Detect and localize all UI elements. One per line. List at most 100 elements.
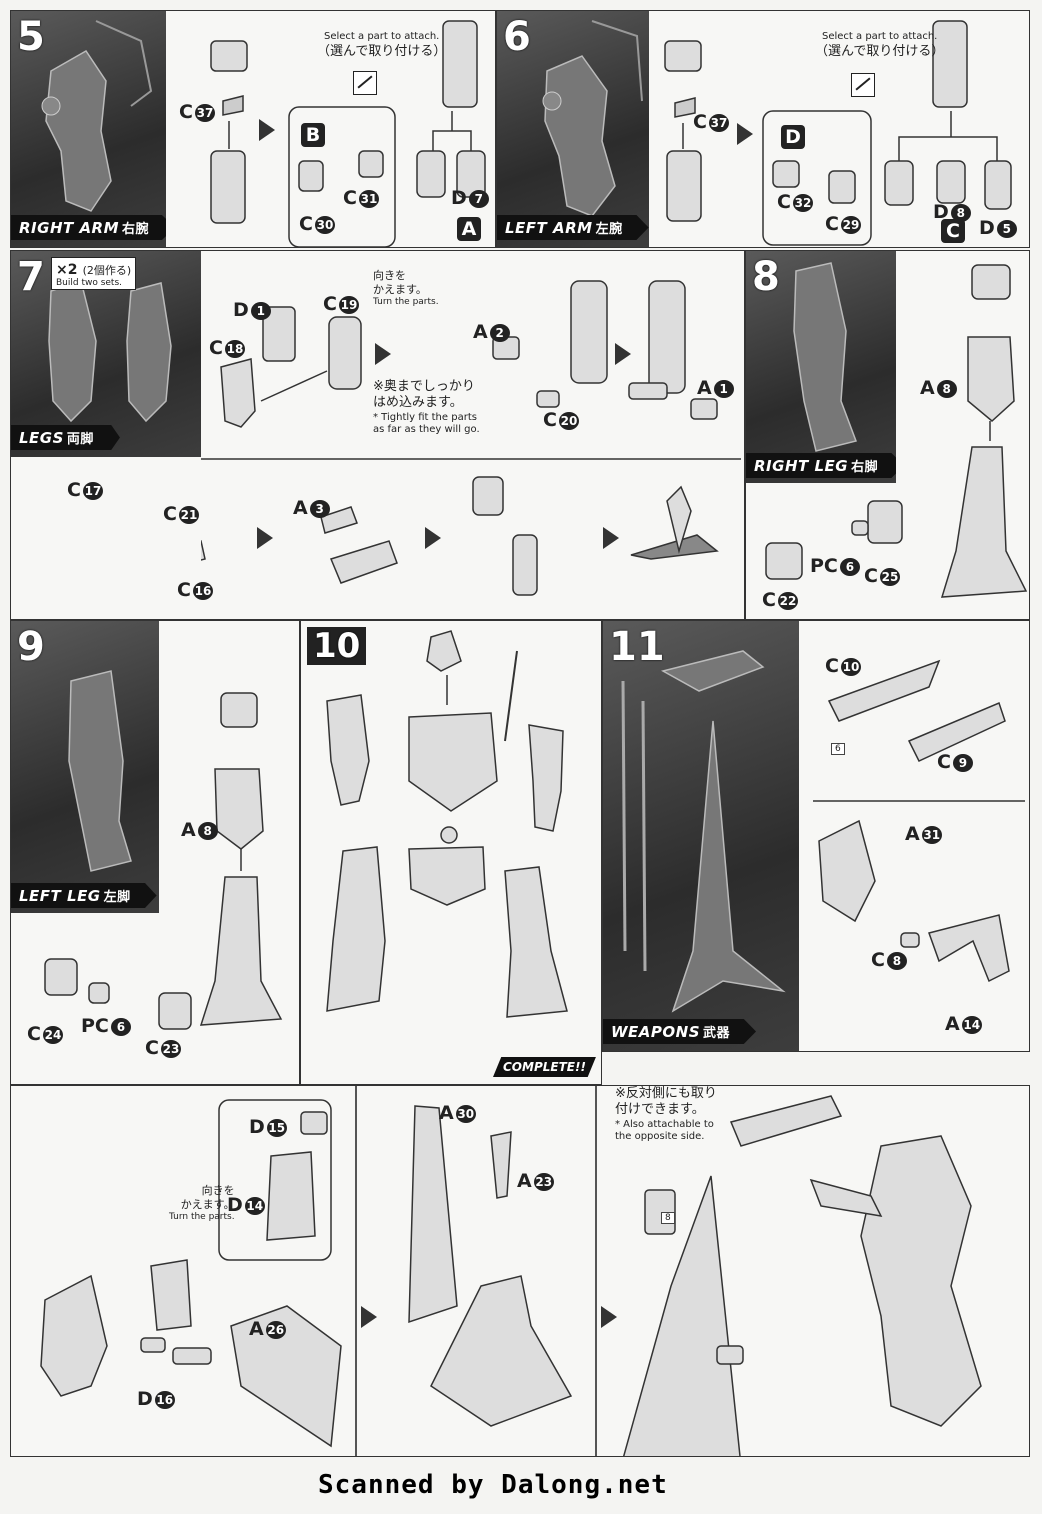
part-c30-letter: C: [299, 213, 313, 235]
subset-letter-d: D: [781, 125, 805, 149]
step-6-label-en: LEFT ARM: [505, 219, 593, 237]
part-c29-letter: C: [825, 213, 839, 235]
step-6-label-jp: 左腕: [595, 222, 623, 237]
step-10-assembly-drawing: [326, 630, 568, 1018]
part-d1-letter: D: [233, 299, 249, 321]
part-d7-number: 7: [468, 189, 489, 208]
step-5-note-jp: （選んで取り付ける）: [317, 43, 447, 59]
opposite-side-en: * Also attachable to the opposite side.: [615, 1118, 714, 1143]
marker-a: A: [457, 217, 481, 241]
part-a1-number: 1: [713, 379, 734, 398]
arm-illustration: [542, 20, 643, 217]
step-9-label-en: LEFT LEG: [19, 887, 101, 905]
part-d5-number: 5: [996, 219, 1017, 238]
part-d16-letter: D: [137, 1388, 153, 1410]
opposite-side-note: ※反対側にも取り 付けできます。 * Also attachable to th…: [615, 1086, 717, 1144]
step-6-number: 6: [503, 14, 531, 60]
sticker-6-number: 6: [835, 744, 841, 754]
step-5-arrow-right: [259, 119, 275, 141]
step-9-label-jp: 左脚: [103, 890, 131, 905]
bottom-turn-note: 向きを かえます。 Turn the parts.: [169, 1184, 235, 1223]
divider-1: [355, 1086, 357, 1456]
part-c24-number: 24: [42, 1025, 63, 1044]
step-7-fit-note: ※奥までしっかり はめ込みます。 * Tightly fit the parts…: [373, 379, 480, 437]
part-a3-letter: A: [293, 497, 308, 519]
part-d5-letter: D: [979, 217, 995, 239]
sticker-8-number: 8: [665, 1213, 671, 1223]
subset-d-letter: D: [781, 125, 805, 149]
step-10-panel: 10 COMPLETE!!: [300, 620, 602, 1085]
part-c22-letter: C: [762, 589, 776, 611]
fit-note-jp: ※奥までしっかり はめ込みます。: [373, 379, 475, 411]
part-c31-number: 31: [358, 189, 379, 208]
marker-c: C: [941, 219, 965, 243]
step-10-number: 10: [307, 627, 367, 665]
sticker-6: 6: [831, 743, 845, 755]
part-c30-number: 30: [314, 215, 335, 234]
step-5-number: 5: [17, 14, 45, 60]
step-6-note: Select a part to attach. （選んで取り付ける）: [815, 31, 944, 60]
part-a3-number: 3: [309, 499, 330, 518]
part-a23-number: 23: [533, 1172, 554, 1191]
part-d15-number: 15: [266, 1118, 287, 1137]
part-c29-number: 29: [840, 215, 861, 234]
step-11-number: 11: [609, 624, 665, 670]
step-7-label-en: LEGS: [19, 429, 64, 447]
bottom-turn-jp: 向きを かえます。: [180, 1184, 235, 1211]
times-two-jp: (2個作る): [82, 264, 132, 277]
part-c8-letter: C: [871, 949, 885, 971]
times-two: ×2: [56, 262, 78, 278]
part-d1-number: 1: [250, 301, 271, 320]
part-a8-letter: A: [181, 819, 196, 841]
step-8-number: 8: [752, 254, 780, 300]
bottom-turn-en: Turn the parts.: [169, 1211, 235, 1222]
step-6-part-drawings: [664, 20, 1012, 246]
part-a26-number: 26: [265, 1320, 286, 1339]
part-c19-number: 19: [338, 295, 359, 314]
part-a8-letter: A: [920, 377, 935, 399]
scan-credit: Scanned by Dalong.net: [318, 1470, 668, 1500]
step-8-label-en: RIGHT LEG: [754, 457, 849, 475]
part-c32-number: 32: [792, 193, 813, 212]
part-c8-number: 8: [886, 951, 907, 970]
part-c22-number: 22: [777, 591, 798, 610]
marker-a-letter: A: [457, 217, 481, 241]
part-c16-number: 16: [192, 581, 213, 600]
part-pc6-letter: PC: [81, 1015, 109, 1037]
bottom-assembly-panel: 向きを かえます。 Turn the parts. ※反対側にも取り 付けできま…: [10, 1085, 1030, 1457]
part-a30-number: 30: [455, 1104, 476, 1123]
part-d8-letter: D: [933, 201, 949, 223]
part-a26-letter: A: [249, 1318, 264, 1340]
bottom-arrow-2: [601, 1306, 617, 1328]
step-7-turn-note: 向きを かえます。 Turn the parts.: [373, 269, 439, 308]
step-9-part-drawings: [44, 692, 283, 1030]
part-a8-number: 8: [197, 821, 218, 840]
part-c32-letter: C: [777, 191, 791, 213]
part-pc6-number: 6: [839, 557, 860, 576]
step-5-part-drawings: [210, 20, 486, 247]
part-c10-letter: C: [825, 655, 839, 677]
